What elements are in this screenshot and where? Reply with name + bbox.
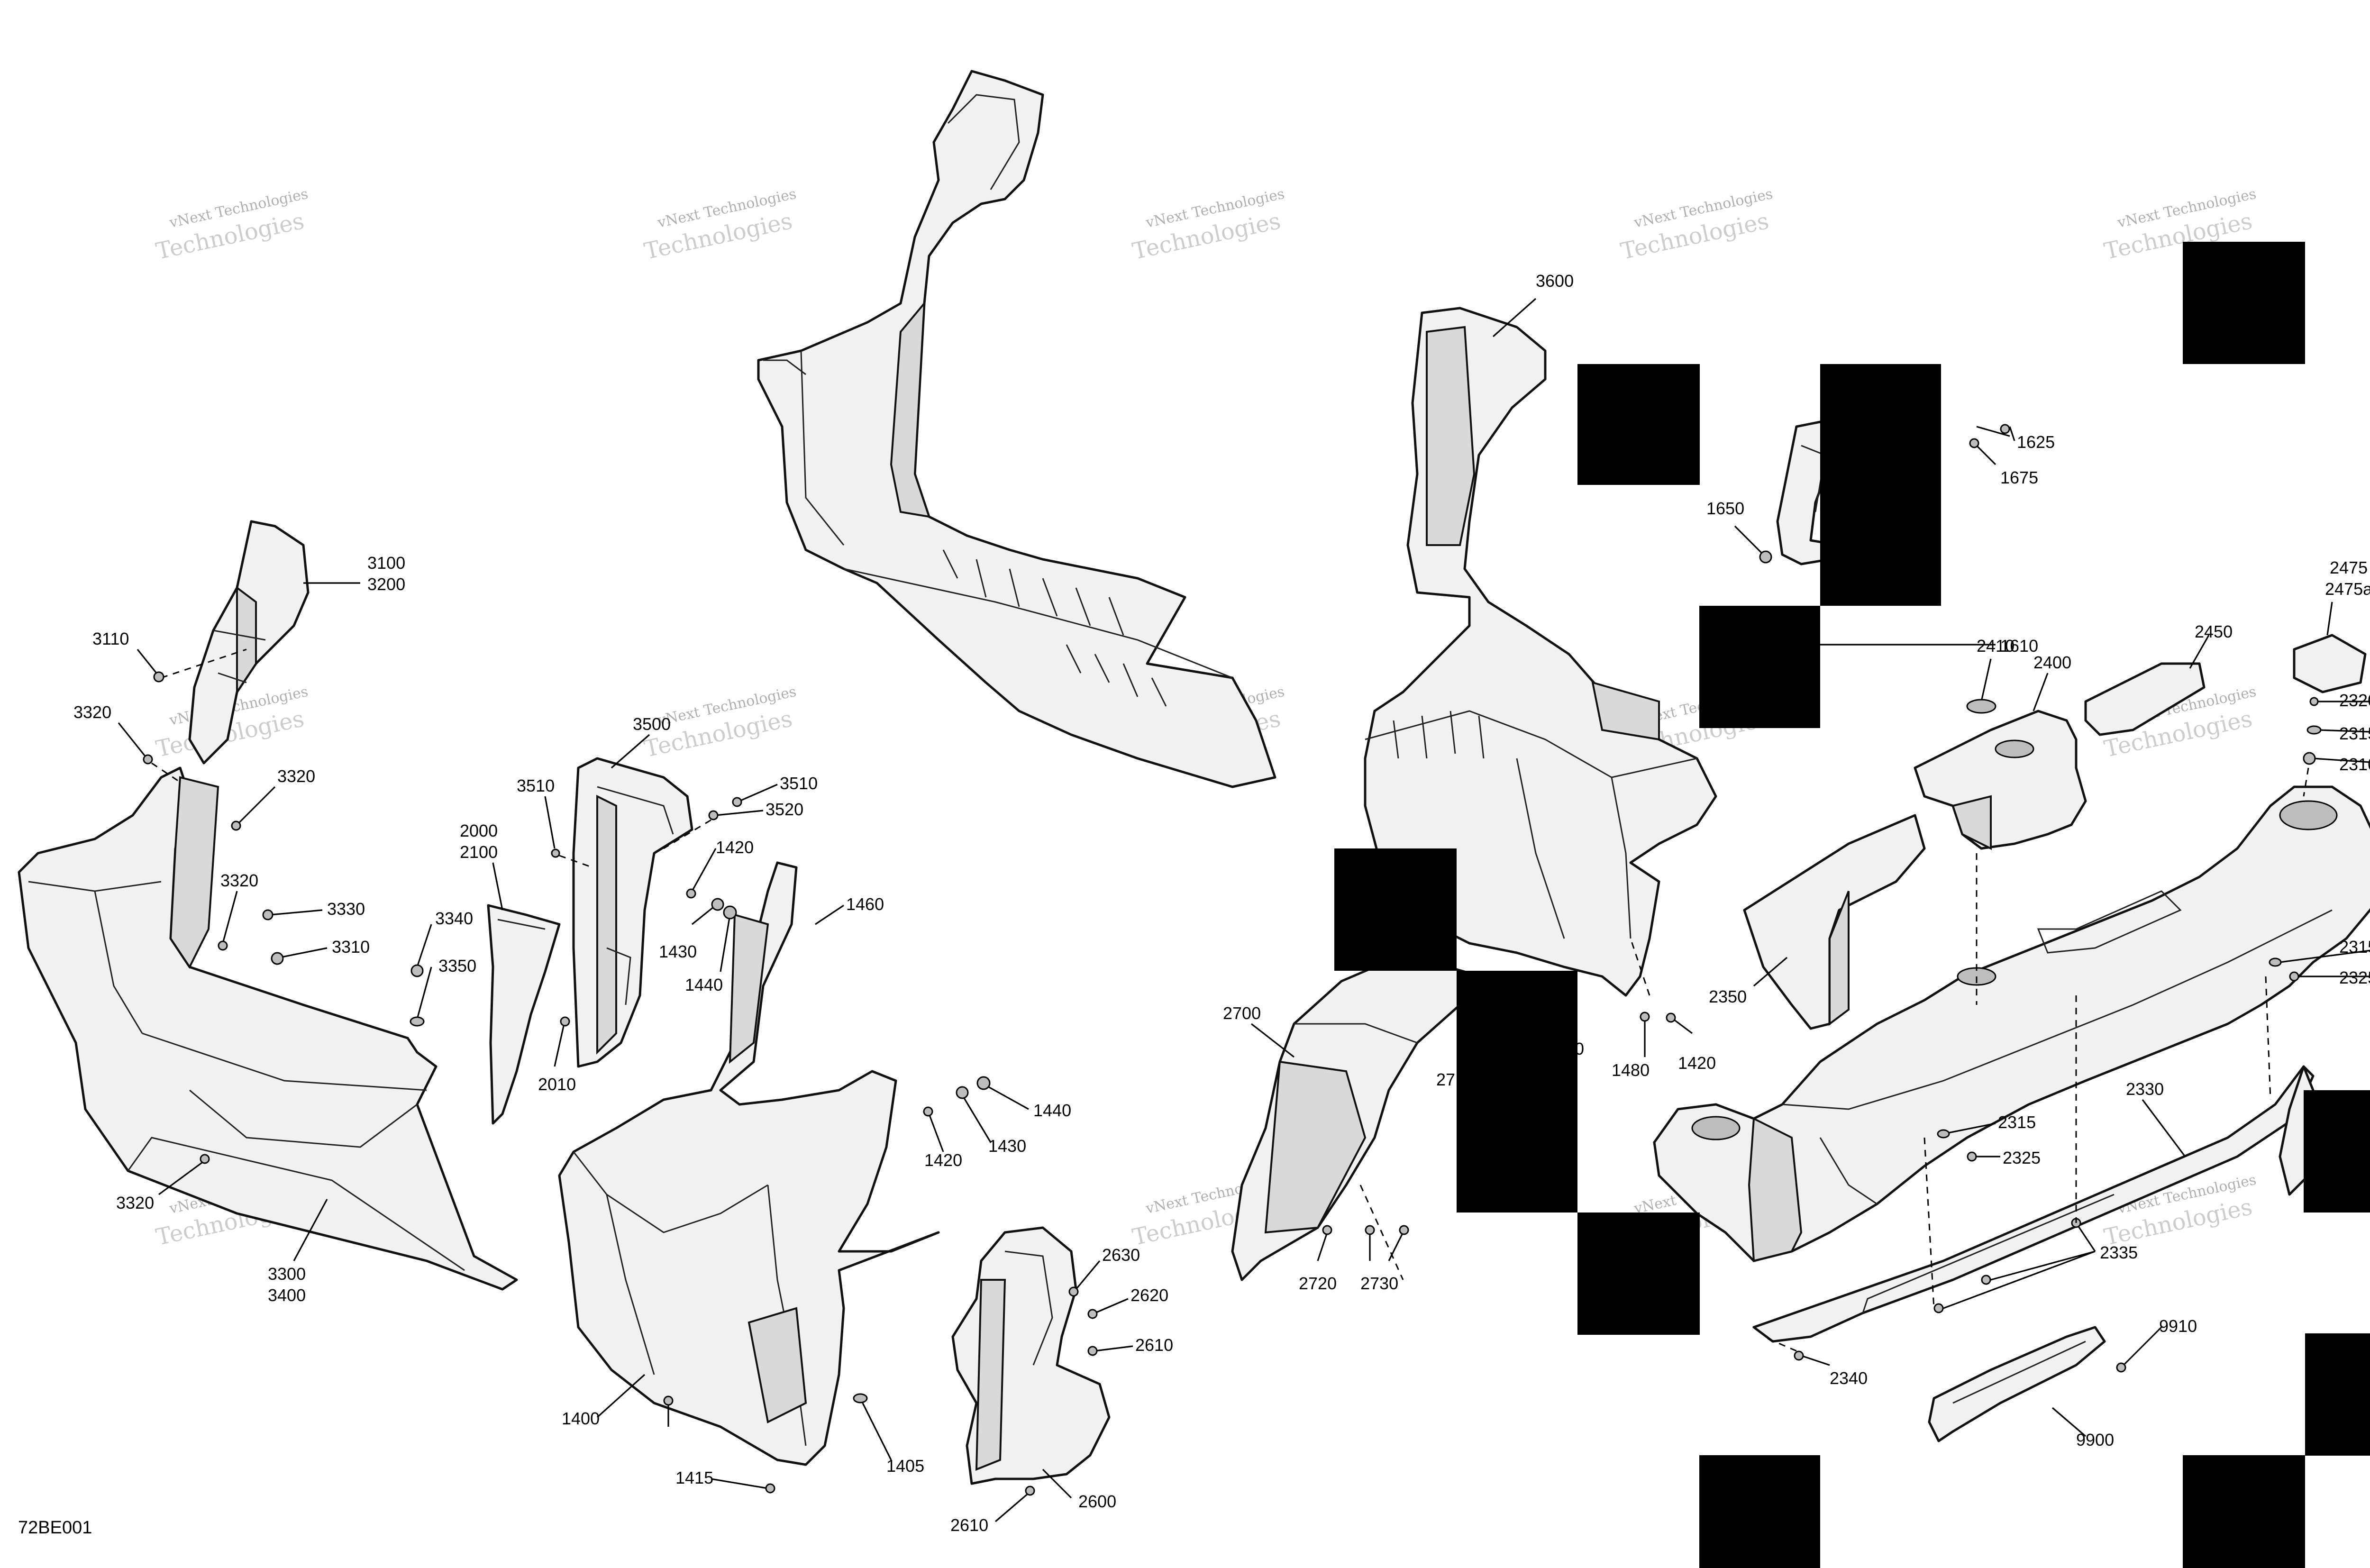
floor-frame-part [1653,785,2370,1262]
watermark: vNext Technologies Technologies [1618,186,1774,265]
parts [18,70,2370,1485]
redaction-blocks [1334,242,2370,1568]
callout-label: 2610 [950,1515,988,1535]
lower-sill-part [558,861,940,1466]
callout-label: 2700 [1223,1003,1261,1023]
callout-label: 2315 [2339,724,2370,743]
diagram-code: 72BE001 [18,1518,92,1538]
callout-label: 2315 [2339,937,2370,957]
callout-label: 1430 [659,942,697,961]
left-upper-bracket-part [188,520,310,765]
callout-label: 1610 [2000,636,2038,656]
callout-label: 1420 [716,838,754,857]
callout-label: 1430 [988,1136,1026,1156]
callout-label: 9900 [2076,1430,2114,1449]
callout-label: 3510 [780,774,818,793]
callout-label: 2620 [1130,1285,1168,1305]
upright-frame-part [757,70,1276,788]
redaction-block [1577,364,1700,485]
callout-label: 1675 [2000,468,2038,487]
callout-label: 2100 [460,842,498,862]
callout-label: 2450 [2195,622,2233,641]
wedge-trim-part [487,904,561,1125]
callout-label: 1415 [675,1468,713,1487]
callout-label: 3330 [327,899,365,919]
center-console-part [1364,307,1717,997]
callout-label: 2325 [2339,968,2370,987]
callout-label: 3320 [73,702,111,722]
callout-label: 2350 [1709,987,1747,1006]
callout-label: 3520 [766,800,803,819]
left-rocker-panel-part [18,766,518,1291]
inner-panel-part [951,1226,1111,1485]
callout-label: 3510 [517,776,555,795]
callout-label: 2325 [2003,1148,2041,1167]
callout-label: 2335 [2100,1243,2138,1262]
callout-label: 3600 [1536,271,1574,291]
redaction-block [1577,1212,1700,1335]
callout-label: 1440 [1033,1101,1071,1120]
callout-label: 3340 [435,909,473,928]
callout-label: 2340 [1830,1368,1868,1388]
callout-label: 2630 [1102,1245,1140,1265]
callout-label: 3200 [367,574,405,594]
leader-lines [118,298,2370,1522]
callout-label: 2475a [2325,579,2370,599]
callout-label: 3110 [92,629,129,648]
callout-label: 2000 [460,821,498,840]
front-side-panel-part [1231,961,1466,1281]
callout-label: 1400 [562,1409,600,1428]
redaction-block [1699,606,1820,728]
callout-label: 2310 [2339,755,2370,774]
callout-label: 1460 [846,894,884,914]
callout-label: 3100 [367,553,405,573]
redaction-block [2305,1333,2370,1456]
callout-label: 2600 [1078,1492,1116,1511]
redaction-block [1699,1455,1820,1568]
callout-label: 1625 [2017,432,2055,452]
callout-label: 2730 [1360,1274,1398,1293]
fuel-tank-part [1914,710,2087,850]
callout-label: 3350 [438,956,476,975]
callout-label: 2330 [2126,1079,2164,1099]
callout-label: 2610 [1135,1335,1173,1355]
watermark: vNext Technologies Technologies [154,186,310,265]
callout-label: 1420 [924,1150,962,1170]
callout-label: 3310 [332,937,370,957]
watermark: vNext Technologies Technologies [1130,186,1286,265]
callout-label: 2400 [2033,653,2071,672]
callout-label: 3500 [633,714,671,734]
callout-label: 1480 [1612,1060,1650,1080]
callout-label: 3400 [268,1285,306,1305]
callout-label: 2010 [538,1075,576,1094]
small-cover-part [2084,662,2206,736]
callout-label: 2315 [1998,1112,2036,1132]
callout-label: 1440 [685,975,723,994]
callout-label: 1405 [886,1456,924,1476]
redaction-block [2183,242,2305,364]
callout-label: 2320 [2339,691,2370,710]
callout-label: 2720 [1299,1274,1337,1293]
callout-label: 3320 [116,1193,154,1212]
redaction-block [2304,1090,2370,1212]
side-guard-part [1743,814,1926,1030]
callout-label: 3300 [268,1264,306,1284]
redaction-block [1820,364,1941,606]
redaction-block [1457,971,1577,1212]
redaction-block [2183,1455,2305,1568]
callout-label: 2475 [2330,558,2368,577]
callout-label: 3320 [220,871,258,890]
callout-label: 9910 [2159,1316,2197,1336]
callout-label: 27 [1436,1070,1455,1089]
skid-plate-part [1928,1326,2106,1442]
watermark: vNext Technologies Technologies [642,186,798,265]
callout-labels: 3100 3200 3110 3320 3320 3320 3320 3330 … [73,271,2370,1535]
callout-label: 2410 [1977,636,2014,656]
callout-label: 1420 [1678,1053,1716,1073]
redaction-block [1334,848,1457,971]
callout-label: 1650 [1706,499,1744,518]
callout-label: 3320 [277,766,315,786]
side-panel-part [572,757,693,1068]
